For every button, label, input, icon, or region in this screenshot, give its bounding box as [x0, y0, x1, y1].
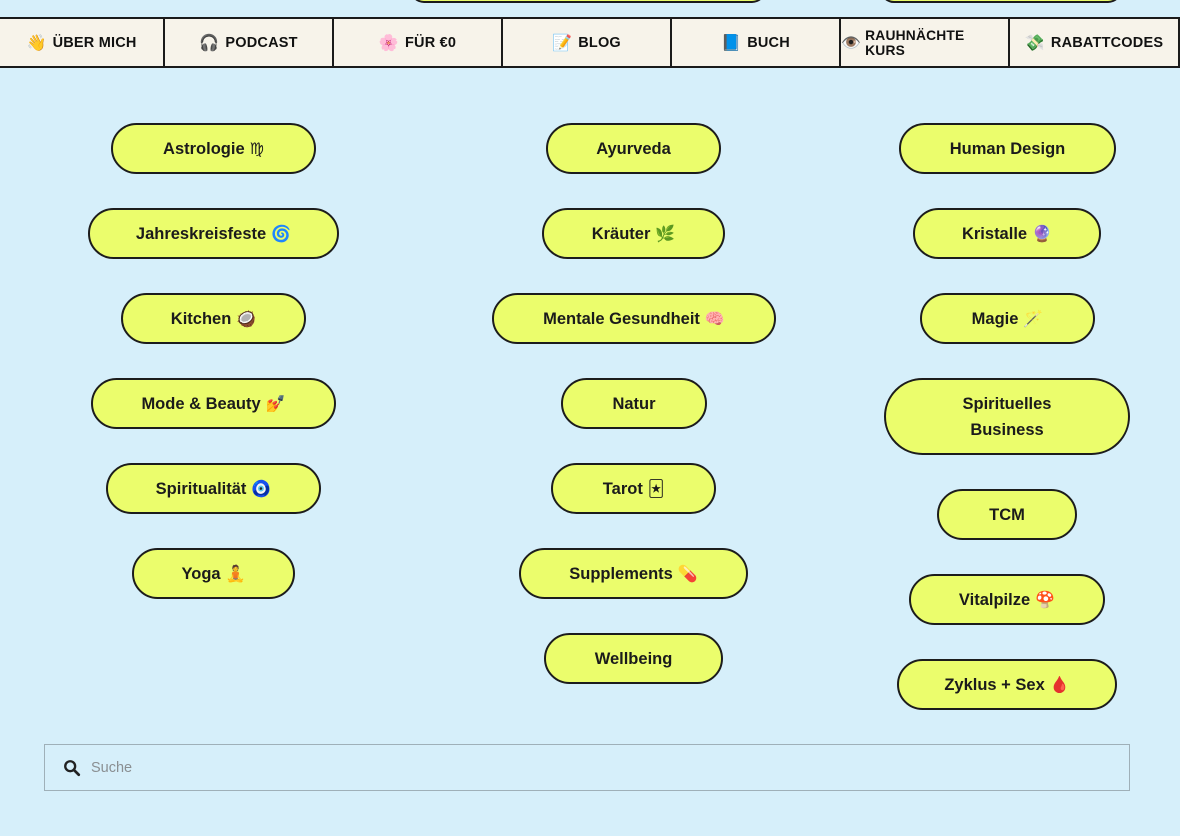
top-button-partial[interactable] [880, 0, 1122, 3]
category-tarot[interactable]: Tarot 🃏 [551, 463, 716, 514]
category-kristalle[interactable]: Kristalle 🔮 [913, 208, 1101, 259]
joker-card-icon: 🃏 [647, 478, 665, 498]
eye-icon: 👁️ [841, 33, 862, 52]
waving-hand-icon: 👋 [26, 33, 47, 52]
category-label: Kitchen [170, 309, 232, 328]
nav-item-label: RABATTCODES [1050, 34, 1164, 51]
nav-item-label: BLOG [578, 34, 621, 51]
search-input[interactable] [91, 747, 1091, 788]
nav-item-label: ÜBER MICH [52, 34, 137, 51]
category-yoga[interactable]: Yoga 🧘 [132, 548, 295, 599]
category-label: TCM [989, 505, 1025, 524]
category-mentale-gesundheit[interactable]: Mentale Gesundheit 🧠 [492, 293, 776, 344]
headphones-icon: 🎧 [199, 33, 220, 52]
category-label: Jahreskreisfeste [135, 224, 267, 243]
category-label: Spiritualität [155, 479, 247, 498]
category-label: Mode & Beauty [141, 394, 261, 413]
evil-eye-icon: 🧿 [251, 478, 272, 498]
memo-icon: 📝 [552, 33, 573, 52]
category-label: Wellbeing [594, 649, 673, 668]
category-kraeuter[interactable]: Kräuter 🌿 [542, 208, 725, 259]
lotus-position-icon: 🧘 [225, 563, 246, 583]
flower-icon: 🌸 [378, 33, 399, 52]
category-label: Astrologie [163, 139, 245, 158]
nail-polish-icon: 💅 [265, 393, 286, 413]
nav-item-rauhnaechte-kurs[interactable]: 👁️ RAUHNÄCHTE KURS [841, 19, 1010, 66]
main-nav: 👋 ÜBER MICH 🎧 PODCAST 🌸 FÜR €0 📝 BLOG 📘 … [0, 17, 1180, 68]
category-label: Supplements [569, 564, 673, 583]
nav-item-label: FÜR €0 [404, 34, 457, 51]
drop-of-blood-icon: 🩸 [1049, 674, 1070, 694]
category-label: Mentale Gesundheit [543, 309, 700, 328]
category-label: Kräuter [591, 224, 651, 243]
category-label: Human Design [949, 139, 1066, 158]
category-kitchen[interactable]: Kitchen 🥥 [121, 293, 306, 344]
category-magie[interactable]: Magie 🪄 [920, 293, 1095, 344]
category-natur[interactable]: Natur [561, 378, 707, 429]
category-label: Kristalle [961, 224, 1028, 243]
category-zyklus-sex[interactable]: Zyklus + Sex 🩸 [897, 659, 1117, 710]
category-label: Zyklus + Sex [944, 675, 1045, 694]
mushroom-icon: 🍄 [1035, 589, 1056, 609]
category-label: Spirituelles Business [962, 394, 1052, 439]
category-mode-beauty[interactable]: Mode & Beauty 💅 [91, 378, 336, 429]
search-icon[interactable] [63, 759, 81, 777]
nav-item-label: RAUHNÄCHTE KURS [865, 27, 965, 58]
nav-item-podcast[interactable]: 🎧 PODCAST [165, 19, 334, 66]
category-label: Magie [971, 309, 1019, 328]
category-label: Tarot [602, 479, 643, 498]
category-human-design[interactable]: Human Design [899, 123, 1116, 174]
category-jahreskreisfeste[interactable]: Jahreskreisfeste 🌀 [88, 208, 339, 259]
book-icon: 📘 [721, 33, 742, 52]
herb-icon: 🌿 [655, 223, 676, 243]
category-supplements[interactable]: Supplements 💊 [519, 548, 748, 599]
category-label: Vitalpilze [958, 590, 1031, 609]
category-label: Natur [612, 394, 656, 413]
search-bar [44, 744, 1130, 791]
pill-icon: 💊 [677, 563, 698, 583]
category-label: Ayurveda [596, 139, 671, 158]
category-wellbeing[interactable]: Wellbeing [544, 633, 723, 684]
nav-item-label: BUCH [747, 34, 790, 51]
brain-icon: 🧠 [704, 308, 725, 328]
magic-wand-icon: 🪄 [1023, 308, 1044, 328]
category-vitalpilze[interactable]: Vitalpilze 🍄 [909, 574, 1105, 625]
nav-item-buch[interactable]: 📘 BUCH [672, 19, 841, 66]
top-strip [0, 0, 1180, 18]
category-astrologie[interactable]: Astrologie ♍ [111, 123, 316, 174]
virgo-icon: ♍ [249, 138, 264, 158]
top-button-partial[interactable] [410, 0, 766, 3]
category-ayurveda[interactable]: Ayurveda [546, 123, 721, 174]
nav-item-fuer-0[interactable]: 🌸 FÜR €0 [334, 19, 503, 66]
nav-item-blog[interactable]: 📝 BLOG [503, 19, 672, 66]
category-spiritualitaet[interactable]: Spiritualität 🧿 [106, 463, 321, 514]
category-spirituelles-business[interactable]: Spirituelles Business [884, 378, 1130, 455]
category-label: Yoga [181, 564, 221, 583]
cyclone-icon: 🌀 [271, 223, 292, 243]
crystal-ball-icon: 🔮 [1032, 223, 1053, 243]
category-tcm[interactable]: TCM [937, 489, 1077, 540]
nav-item-label: PODCAST [225, 34, 298, 51]
nav-item-ueber-mich[interactable]: 👋 ÜBER MICH [0, 19, 165, 66]
coconut-icon: 🥥 [236, 308, 257, 328]
money-icon: 💸 [1024, 33, 1045, 52]
nav-item-rabattcodes[interactable]: 💸 RABATTCODES [1010, 19, 1178, 66]
